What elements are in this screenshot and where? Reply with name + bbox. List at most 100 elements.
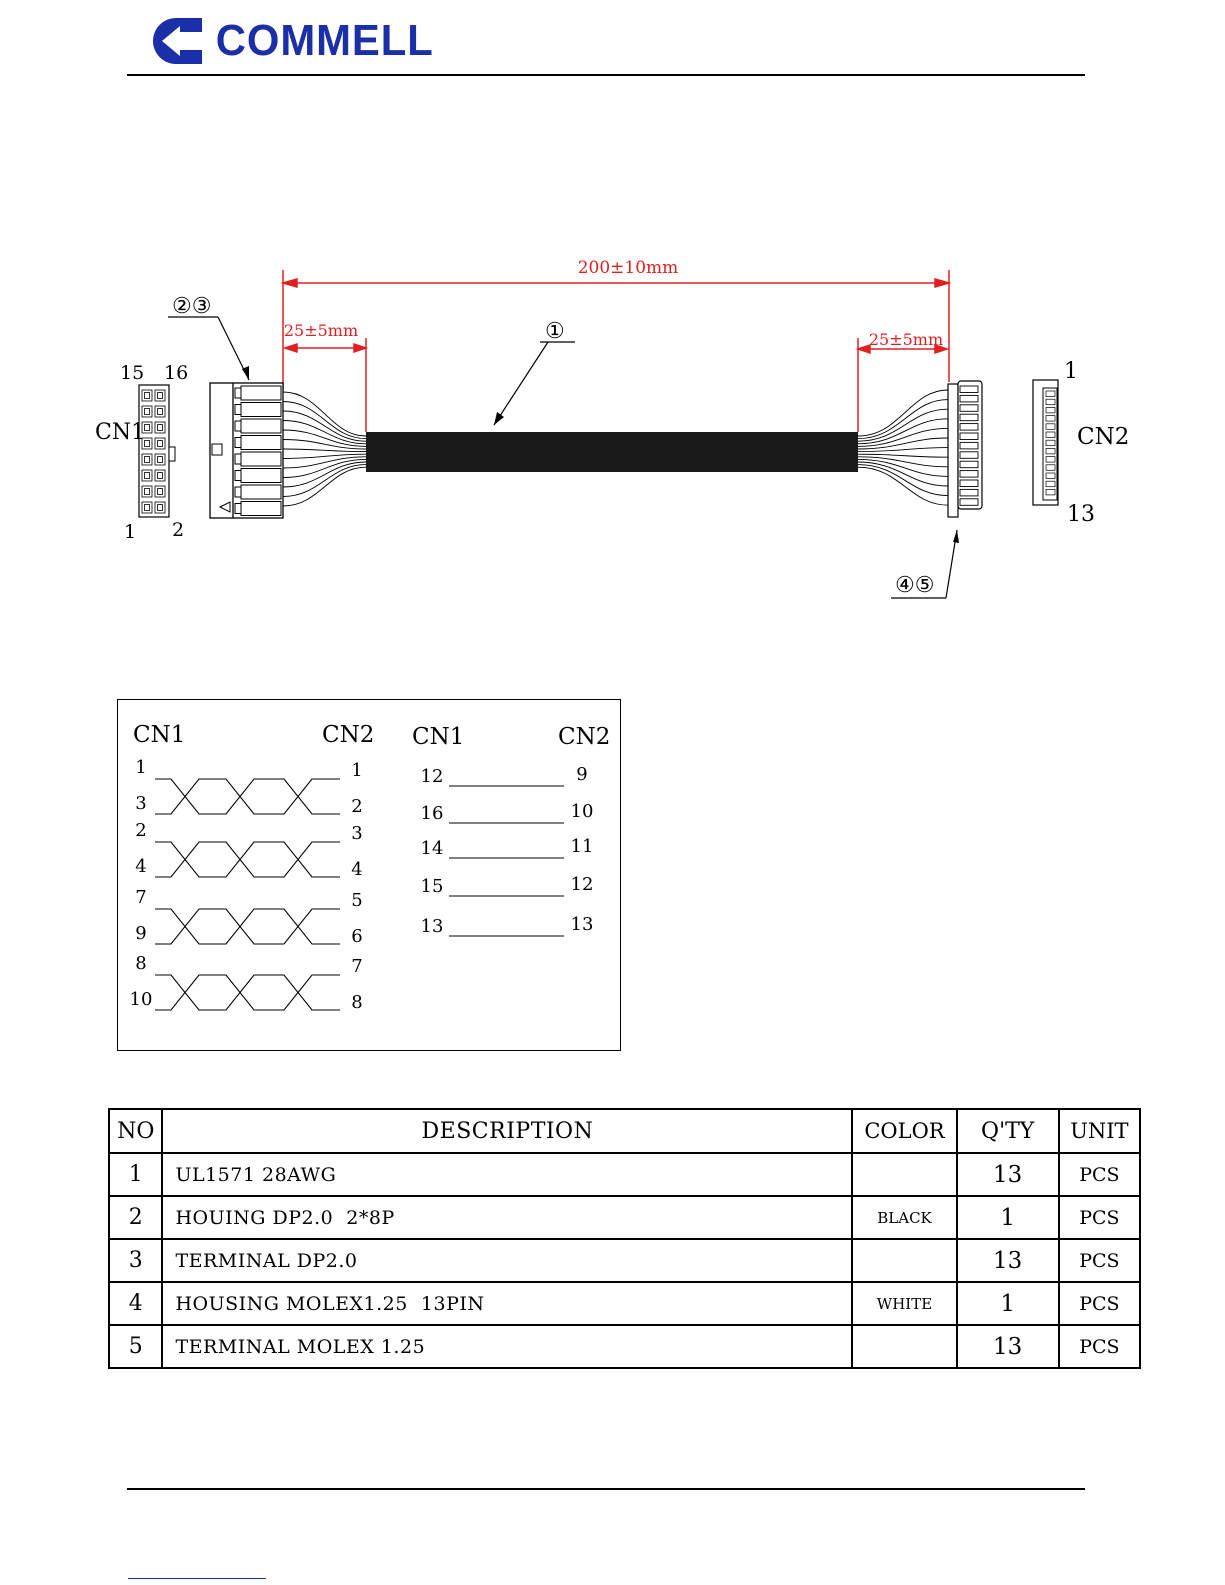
wiring-cn2-pin: 8 <box>351 992 362 1013</box>
wiring-left-cn1-header: CN1 <box>133 722 185 748</box>
wiring-cn1-pin: 4 <box>135 856 146 877</box>
wire <box>282 456 367 469</box>
table-row: 4 HOUSING MOLEX1.25 13PIN WHITE 1 PCS <box>107 1281 1142 1326</box>
bom-header-unit: UNIT <box>1057 1108 1142 1154</box>
housing-latch <box>234 470 242 481</box>
cn1-pin-cell-inner <box>144 424 150 431</box>
wiring-cn1-pin: 14 <box>421 838 444 859</box>
cn1-pin-cell-inner <box>144 504 150 511</box>
cn2-pin-cell <box>1045 439 1056 447</box>
wire <box>155 778 340 815</box>
cn2-pin-cell <box>1045 489 1056 496</box>
wire <box>155 908 340 945</box>
right-wire-fan <box>857 389 949 506</box>
wiring-cn2-pin: 10 <box>571 801 594 822</box>
housing-slot <box>959 423 979 431</box>
wiring-cn2-pin: 5 <box>351 890 362 911</box>
wire <box>857 399 949 440</box>
housing-latch <box>234 387 242 399</box>
wiring-cn2-pin: 6 <box>351 926 362 947</box>
left-housing <box>209 382 284 519</box>
wire <box>282 391 367 437</box>
housing-slot <box>959 479 979 487</box>
table-row: 5 TERMINAL MOLEX 1.25 13 PCS <box>107 1324 1142 1369</box>
wiring-cn1-pin: 7 <box>135 887 146 908</box>
wiring-diagram-box <box>117 699 621 1051</box>
housing-slot <box>240 484 282 500</box>
housing-slot <box>240 468 282 483</box>
cn1-pin-cell-inner <box>144 472 150 479</box>
bom-row-unit: PCS <box>1057 1152 1142 1197</box>
wiring-cn1-pin: 16 <box>421 803 444 824</box>
wiring-cn2-pin: 11 <box>571 836 594 857</box>
right-strip-label: 25±5mm <box>869 330 943 349</box>
cn1-pin-cell-inner <box>157 504 163 511</box>
bom-row-qty: 13 <box>955 1152 1060 1197</box>
cn1-pin-cell-inner <box>144 488 150 495</box>
bom-row-color <box>851 1324 958 1369</box>
wire <box>282 410 367 442</box>
wire <box>155 974 340 1011</box>
cn1-pinout <box>138 384 176 518</box>
wiring-cn2-pin: 7 <box>351 956 362 977</box>
twisted-pair: 7 9 5 6 <box>135 887 362 947</box>
wire <box>155 841 340 878</box>
bom-row-qty: 1 <box>955 1281 1060 1326</box>
cn2-pin-cell <box>1045 480 1056 488</box>
housing-slot <box>959 404 979 412</box>
cn1-pin-cell-inner <box>157 408 163 415</box>
housing-latch <box>234 437 242 448</box>
housing-slot <box>959 470 979 478</box>
wire <box>857 458 949 477</box>
cn1-pin-cell-inner <box>157 472 163 479</box>
housing-slot <box>240 501 282 516</box>
wiring-cn1-pin: 1 <box>135 757 146 778</box>
callout-cable: ① <box>545 319 565 344</box>
bom-row-no: 1 <box>107 1152 164 1197</box>
cn1-pin-cell-inner <box>157 424 163 431</box>
cn1-pin-cell-inner <box>144 440 150 447</box>
wire <box>282 448 367 453</box>
wiring-cn1-pin: 3 <box>135 793 146 814</box>
cn2-pin-cell <box>1045 464 1056 471</box>
housing-slot <box>240 451 282 467</box>
wiring-cn1-pin: 2 <box>135 820 146 841</box>
cn2-pinout <box>1032 379 1059 506</box>
wiring-right-cn2-header: CN2 <box>558 724 610 750</box>
bom-header-qty: Q'TY <box>955 1108 1060 1154</box>
bom-row-color: BLACK <box>851 1195 958 1240</box>
bom-row-unit: PCS <box>1057 1195 1142 1240</box>
cable-jacket <box>366 432 858 472</box>
housing-latch <box>234 453 242 465</box>
wire <box>857 447 949 453</box>
cn2-pin-cell <box>1045 398 1056 406</box>
cn1-pin-cell-inner <box>144 392 150 399</box>
wire <box>282 420 367 445</box>
housing-slot <box>240 402 282 417</box>
wiring-cn1-pin: 12 <box>421 766 444 787</box>
cn2-pin-cell <box>1045 472 1056 479</box>
wiring-cn2-pin: 2 <box>351 796 362 817</box>
bom-header-no: NO <box>107 1108 164 1154</box>
wiring-cn1-pin: 9 <box>135 923 146 944</box>
wiring-cn1-pin: 15 <box>421 876 444 897</box>
housing-latch <box>234 486 242 498</box>
cn2-pin-cell <box>1045 390 1056 397</box>
wire <box>857 464 949 497</box>
header-rule <box>127 74 1085 76</box>
cn1-pin-15: 15 <box>120 362 144 384</box>
cn1-pin-cell-inner <box>144 456 150 463</box>
table-row: 2 HOUING DP2.0 2*8P BLACK 1 PCS <box>107 1195 1142 1240</box>
table-row: 1 UL1571 28AWG 13 PCS <box>107 1152 1142 1197</box>
bom-row-no: 3 <box>107 1238 164 1283</box>
wiring-left-cn2-header: CN2 <box>322 722 374 748</box>
cn1-pin-cell-inner <box>157 392 163 399</box>
wire <box>857 456 949 468</box>
bom-table: NO DESCRIPTION COLOR Q'TY UNIT 1 UL1571 … <box>107 1108 1142 1369</box>
wire <box>282 401 367 440</box>
callout-right: ④⑤ <box>895 573 934 598</box>
bom-row-qty: 1 <box>955 1195 1060 1240</box>
